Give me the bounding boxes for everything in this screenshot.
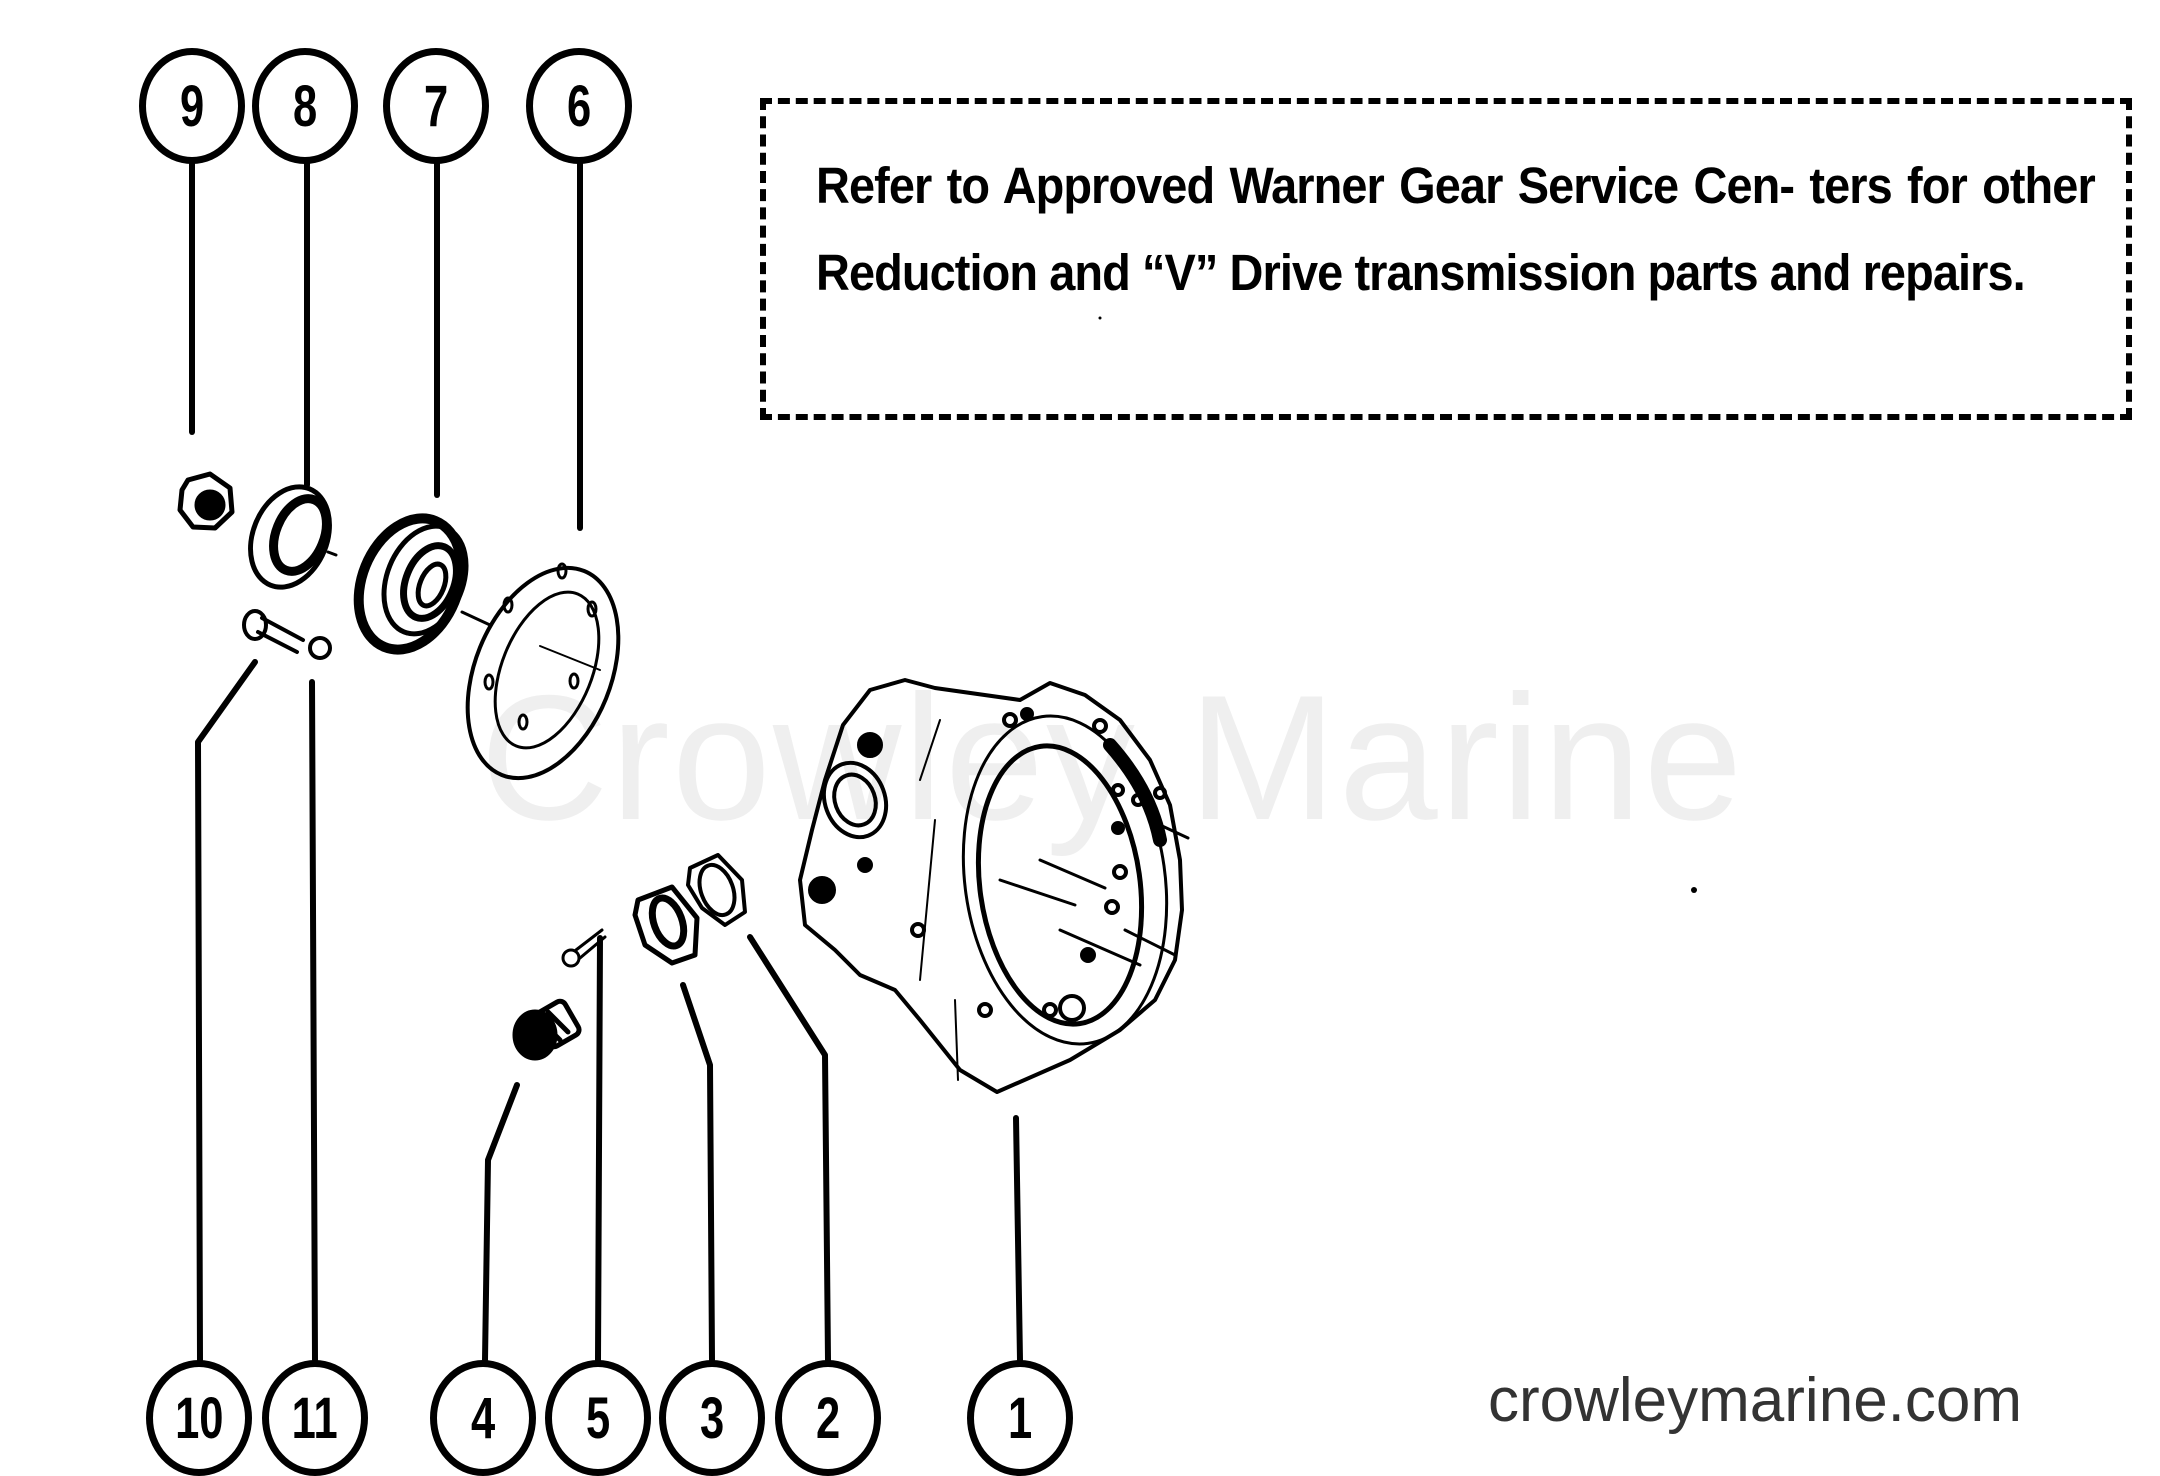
callout-number: 2 <box>815 1385 841 1451</box>
cover-plate-icon <box>632 884 700 966</box>
watermark: Crowley Marine <box>480 658 1745 857</box>
callout-7: 7 <box>383 48 489 164</box>
callout-4: 4 <box>430 1360 536 1476</box>
callout-10: 10 <box>146 1360 252 1476</box>
oil-seal-icon <box>248 484 338 590</box>
callout-9: 9 <box>139 48 245 164</box>
leader-lines-bottom <box>195 659 1023 1363</box>
gasket-icon <box>465 562 621 781</box>
ball-bearing-icon <box>353 513 492 655</box>
callout-11: 11 <box>262 1360 368 1476</box>
cover-gasket-icon <box>686 853 747 927</box>
service-note-text: Refer to Approved Warner Gear Service Ce… <box>816 157 2096 301</box>
callout-1: 1 <box>967 1360 1073 1476</box>
callout-number: 5 <box>585 1385 611 1451</box>
callout-6: 6 <box>526 48 632 164</box>
transmission-housing-icon <box>798 678 1190 1094</box>
callout-number: 4 <box>470 1385 496 1451</box>
callout-3: 3 <box>659 1360 765 1476</box>
callout-5: 5 <box>545 1360 651 1476</box>
service-note-box: Refer to Approved Warner Gear Service Ce… <box>760 98 2132 420</box>
callout-number: 6 <box>566 73 592 139</box>
bolt-icon <box>242 609 305 654</box>
callout-number: 10 <box>174 1385 224 1451</box>
callout-number: 7 <box>423 73 449 139</box>
callout-number: 3 <box>699 1385 725 1451</box>
leader-lines-top <box>189 157 583 531</box>
callout-number: 8 <box>292 73 318 139</box>
callout-number: 1 <box>1007 1385 1033 1451</box>
drain-plug-icon <box>512 998 582 1061</box>
callout-8: 8 <box>252 48 358 164</box>
nut-icon <box>177 471 235 531</box>
lock-washer-icon <box>308 636 332 660</box>
site-footer-link[interactable]: crowleymarine.com <box>1488 1366 2023 1435</box>
callout-number: 11 <box>291 1385 338 1451</box>
callout-2: 2 <box>775 1360 881 1476</box>
callout-number: 9 <box>179 73 205 139</box>
screw-icon <box>561 928 607 968</box>
